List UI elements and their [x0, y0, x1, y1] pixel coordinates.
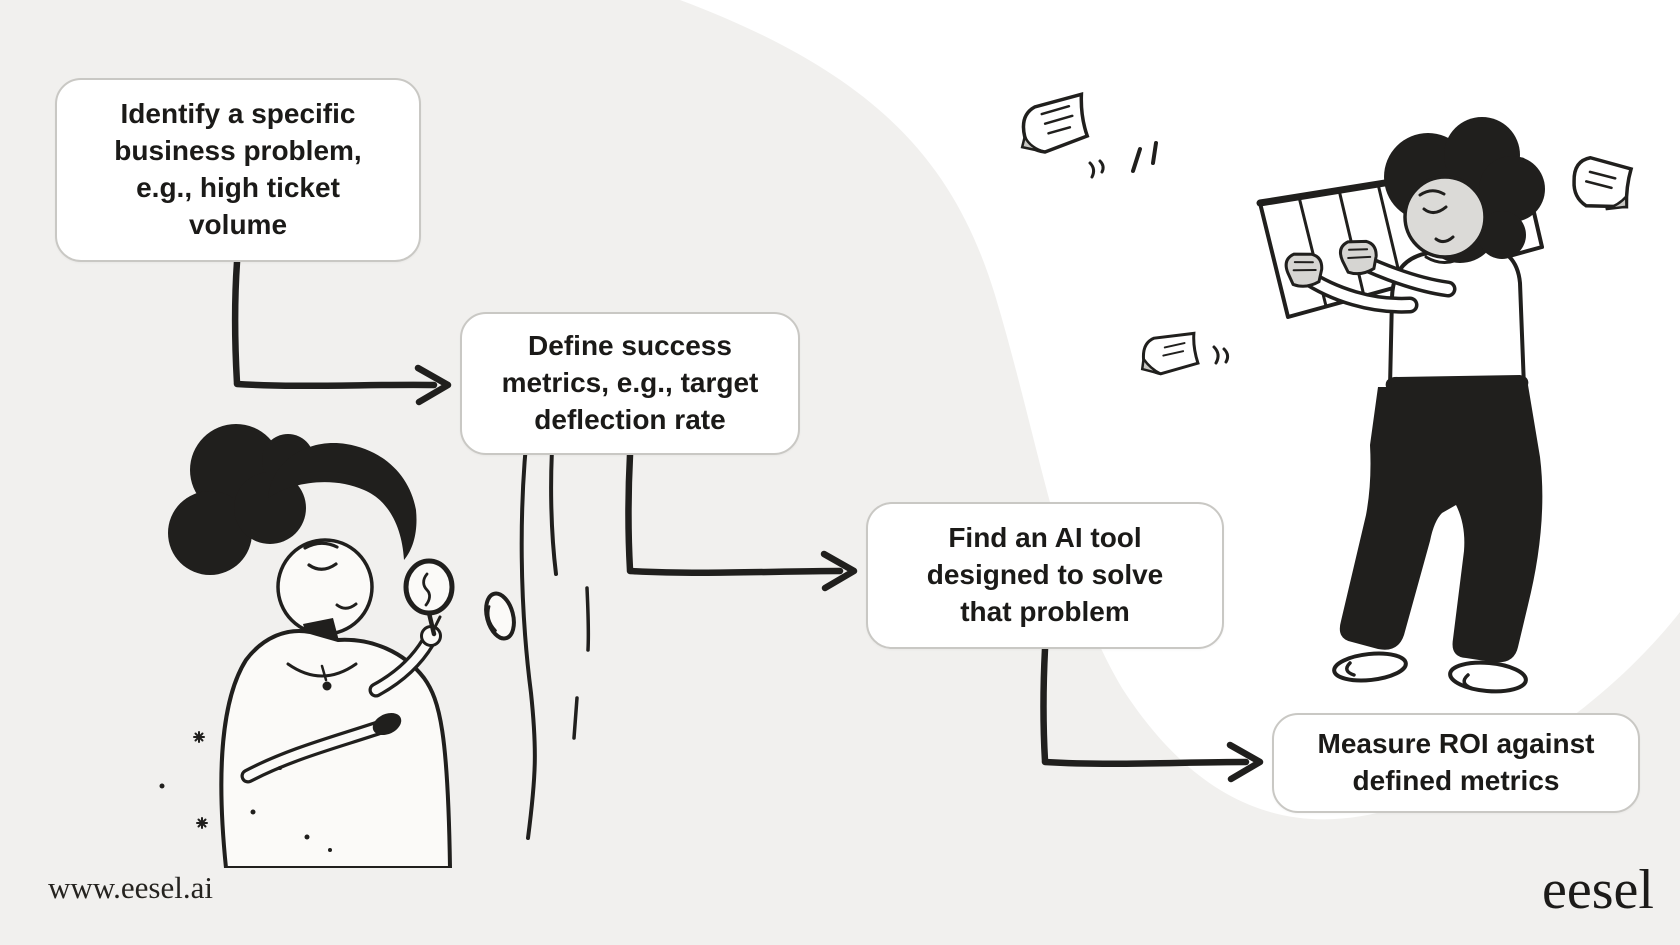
person-face-features — [1418, 189, 1455, 244]
sparkle-dots — [159, 731, 332, 852]
arrow-step3-to-step4 — [1040, 645, 1264, 783]
flow-step-1-label: Identify a specific business problem, e.… — [114, 98, 362, 240]
flow-step-2: Define success metrics, e.g., target def… — [460, 312, 800, 455]
magnifying-glass — [403, 558, 455, 637]
woman-neck — [303, 618, 339, 648]
emphasis-marks — [1131, 141, 1158, 173]
woman-front-hair — [268, 443, 417, 560]
held-chart-paper — [1256, 157, 1544, 319]
flow-step-4: Measure ROI against defined metrics — [1272, 713, 1640, 813]
flow-step-1: Identify a specific business problem, e.… — [55, 78, 421, 262]
woman-ponytail-hair — [168, 424, 314, 575]
flying-paper-3 — [1140, 331, 1200, 376]
woman-face-features — [303, 541, 358, 610]
brand-logo: eesel — [1542, 859, 1654, 921]
arrow-step2-to-step3 — [625, 451, 858, 592]
flying-paper-1 — [1020, 92, 1090, 154]
flow-step-2-label: Define success metrics, e.g., target def… — [501, 330, 759, 435]
website-url: www.eesel.ai — [48, 870, 213, 905]
flow-step-4-label: Measure ROI against defined metrics — [1317, 728, 1595, 796]
door-handle — [484, 591, 516, 641]
person-arms — [1295, 250, 1457, 314]
flow-step-3-label: Find an AI tool designed to solve that p… — [926, 522, 1164, 627]
woman-face — [276, 538, 374, 636]
person-curly-hair — [1384, 117, 1545, 263]
arrow-step1-to-step2 — [231, 258, 452, 406]
woman-illustration — [159, 414, 591, 868]
woman-body — [219, 629, 453, 868]
person-pants — [1339, 375, 1543, 663]
flying-paper-2 — [1572, 155, 1634, 211]
woman-arms — [240, 615, 442, 784]
door-sketch — [484, 414, 591, 840]
paper-motion-marks-2 — [1212, 345, 1230, 365]
paper-motion-marks-1 — [1088, 159, 1105, 179]
person-shirt — [1387, 244, 1527, 389]
flow-step-3: Find an AI tool designed to solve that p… — [866, 502, 1224, 649]
person-face — [1403, 175, 1487, 259]
person-hands — [1284, 239, 1378, 288]
